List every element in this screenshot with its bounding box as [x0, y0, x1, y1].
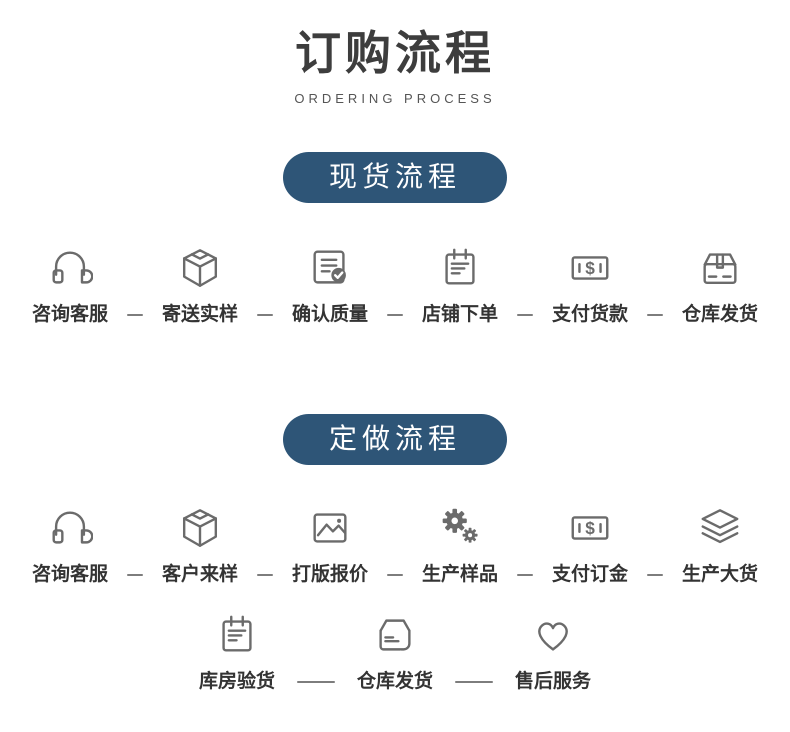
flow-row: 咨询客服 客户来样 打版报价 生产样品 $ 支付订金 生产大货 [0, 505, 790, 586]
flow-step: 售后服务 [505, 612, 601, 693]
flow-step: $ 支付订金 [542, 505, 638, 586]
step-label: 支付订金 [551, 563, 628, 585]
section-custom-process: 定做流程 咨询客服 客户来样 打版报价 生产样品 $ 支付订金 生产大货 库房验货 … [0, 414, 790, 693]
flow-step: 仓库发货 [347, 612, 443, 693]
clipboard-icon [437, 245, 483, 291]
connector-line [517, 573, 533, 576]
step-label: 生产大货 [681, 563, 758, 585]
step-label: 支付货款 [551, 304, 628, 326]
document-check-icon [307, 245, 353, 291]
connector-line [387, 314, 403, 317]
step-label: 确认质量 [291, 304, 368, 326]
step-label: 仓库发货 [681, 304, 758, 326]
layers-icon [697, 505, 743, 551]
flow-step: 生产大货 [672, 505, 768, 586]
flow-step: 打版报价 [282, 505, 378, 586]
connector-line [257, 314, 273, 317]
flow-step: 确认质量 [282, 245, 378, 326]
heart-icon [530, 612, 576, 658]
flow-row: 咨询客服 寄送实样 确认质量 店铺下单 $ 支付货款 仓库发货 [0, 245, 790, 326]
connector-line [127, 573, 143, 576]
flow-step: 生产样品 [412, 505, 508, 586]
page-title: 订购流程 [295, 27, 495, 79]
flow-step: 寄送实样 [152, 245, 248, 326]
image-icon [307, 505, 353, 551]
step-label: 店铺下单 [421, 304, 498, 326]
headset-icon [47, 505, 93, 551]
step-label: 寄送实样 [161, 304, 238, 326]
badge-wrap: 定做流程 [0, 414, 790, 465]
step-label: 客户来样 [161, 563, 238, 585]
flow-step: 店铺下单 [412, 245, 508, 326]
flow-step: 咨询客服 [22, 245, 118, 326]
connector-line [517, 314, 533, 317]
connector-line [647, 573, 663, 576]
custom-process-badge: 定做流程 [282, 414, 507, 465]
badge-wrap: 现货流程 [0, 152, 790, 204]
connector-line [647, 314, 663, 317]
flow-step: 咨询客服 [22, 505, 118, 586]
flow-step: 客户来样 [152, 505, 248, 586]
package-icon [697, 245, 743, 291]
step-label: 生产样品 [421, 563, 498, 585]
step-label: 仓库发货 [356, 670, 433, 692]
flow-step: $ 支付货款 [542, 245, 638, 326]
connector-line [257, 573, 273, 576]
flow-row: 库房验货 仓库发货 售后服务 [0, 612, 790, 693]
flow-step: 库房验货 [189, 612, 285, 693]
step-label: 咨询客服 [31, 304, 108, 326]
step-label: 库房验货 [198, 670, 275, 692]
parcel-cube-icon [177, 245, 223, 291]
banknote-icon: $ [567, 245, 613, 291]
flow-step: 仓库发货 [672, 245, 768, 326]
clipboard-icon [214, 612, 260, 658]
step-label: 售后服务 [514, 670, 591, 692]
headset-icon [47, 245, 93, 291]
connector-line [297, 680, 335, 683]
parcel-cube-icon [177, 505, 223, 551]
banknote-icon: $ [567, 505, 613, 551]
page-subtitle: ORDERING PROCESS [294, 91, 496, 107]
carton-icon [372, 612, 418, 658]
gears-icon [437, 505, 483, 551]
step-label: 咨询客服 [31, 563, 108, 585]
stock-process-badge: 现货流程 [282, 152, 507, 204]
step-label: 打版报价 [291, 563, 368, 585]
section-stock-process: 现货流程 咨询客服 寄送实样 确认质量 店铺下单 $ 支付货款 仓库发货 [0, 152, 790, 326]
connector-line [127, 314, 143, 317]
connector-line [387, 573, 403, 576]
svg-text:$: $ [585, 518, 595, 538]
connector-line [455, 680, 493, 683]
svg-text:$: $ [585, 258, 595, 278]
